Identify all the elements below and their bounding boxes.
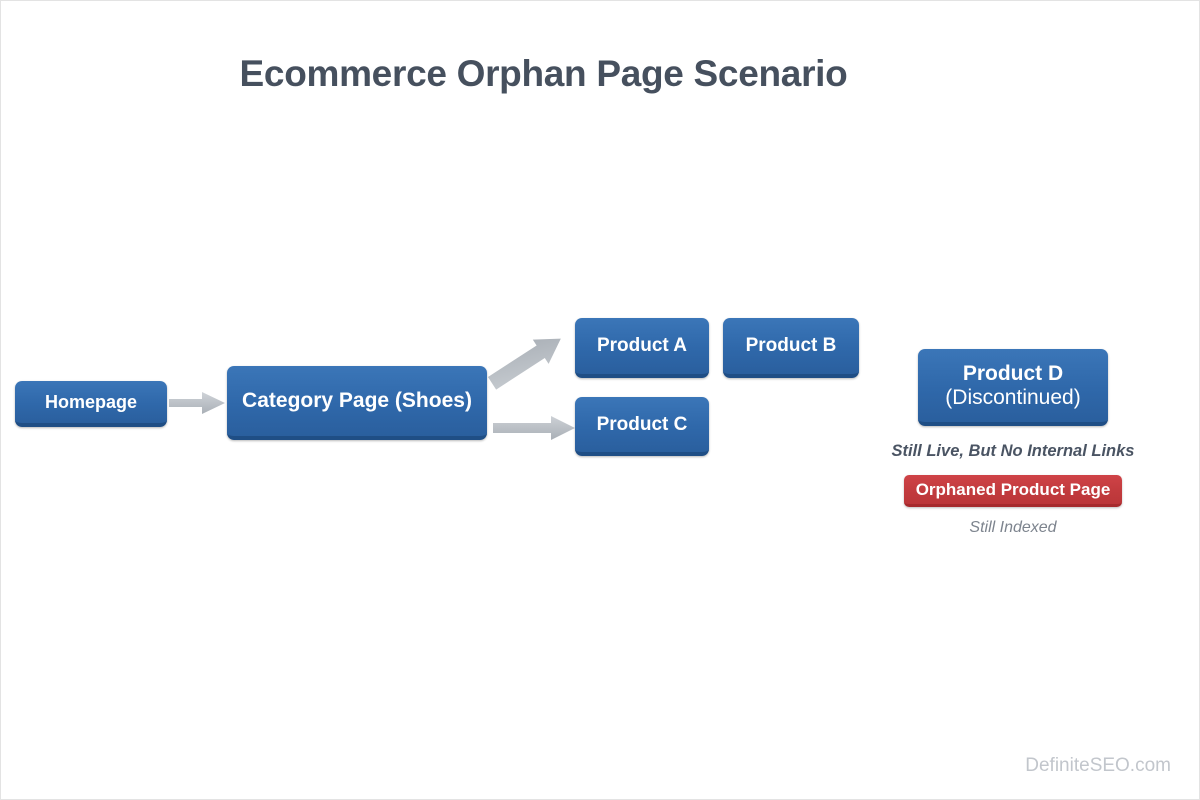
node-product-c-label: Product C <box>596 413 688 435</box>
node-product-c[interactable]: Product C <box>575 397 709 456</box>
node-product-d[interactable]: Product D (Discontinued) <box>918 349 1108 426</box>
watermark: DefiniteSEO.com <box>1025 755 1171 776</box>
node-category-page-label: Category Page (Shoes) <box>242 389 472 413</box>
node-category-page[interactable]: Category Page (Shoes) <box>227 366 487 440</box>
annotation-no-internal-links: Still Live, But No Internal Links <box>891 442 1135 460</box>
node-homepage[interactable]: Homepage <box>15 381 167 427</box>
node-product-b[interactable]: Product B <box>723 318 859 378</box>
node-product-a-label: Product A <box>596 335 688 357</box>
arrow-homepage-to-category <box>169 392 225 414</box>
page-title: Ecommerce Orphan Page Scenario <box>239 53 848 94</box>
node-product-d-sublabel: (Discontinued) <box>945 385 1081 409</box>
node-homepage-label: Homepage <box>44 391 138 412</box>
annotation-still-indexed: Still Indexed <box>969 519 1057 536</box>
status-badge-label: Orphaned Product Page <box>915 479 1111 499</box>
status-badge-orphaned-product-page: Orphaned Product Page <box>904 475 1122 507</box>
arrow-category-to-product-a <box>487 338 561 390</box>
node-product-b-label: Product B <box>745 335 837 357</box>
node-product-a[interactable]: Product A <box>575 318 709 378</box>
arrow-category-to-product-c <box>493 416 575 440</box>
node-product-d-label: Product D <box>962 361 1064 385</box>
